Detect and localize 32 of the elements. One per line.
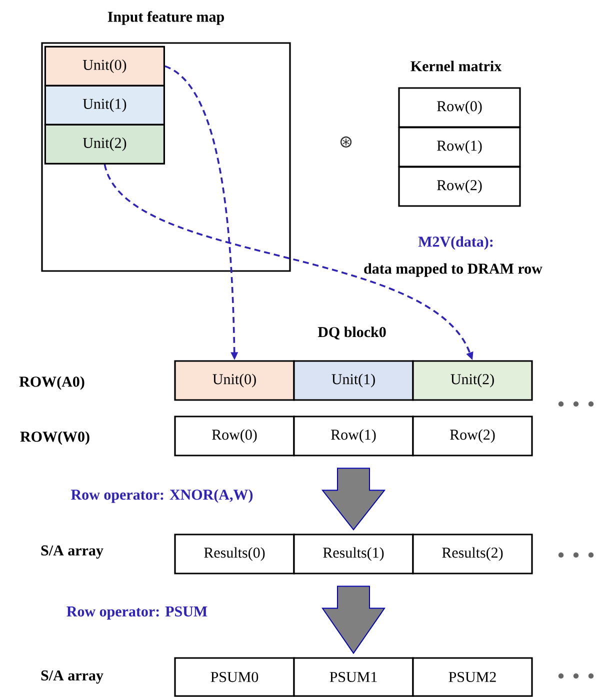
memory-cell: Unit(2) xyxy=(412,360,533,401)
memory-cell: Row(0) xyxy=(174,416,295,456)
memory-cell: Results(2) xyxy=(412,534,533,574)
memory-cell: PSUM2 xyxy=(412,657,533,697)
matrix-row: Unit(2) xyxy=(44,124,165,164)
row-label: S/A array xyxy=(41,670,104,684)
memory-cell: PSUM1 xyxy=(293,657,414,697)
node-label: Input feature map xyxy=(108,11,224,25)
memory-cell: PSUM0 xyxy=(174,657,295,697)
block-arrow xyxy=(321,468,386,531)
matrix-row: Unit(0) xyxy=(44,46,165,86)
memory-cell: Row(2) xyxy=(412,416,533,456)
matrix-row: Row(1) xyxy=(398,126,521,168)
matrix-row: Row(2) xyxy=(398,166,521,207)
memory-cell: Row(1) xyxy=(293,416,414,456)
operator-label: Row operator: XNOR(A,W) xyxy=(71,489,253,503)
row-label: S/A array xyxy=(41,545,104,559)
note: data mapped to DRAM row xyxy=(364,263,542,277)
heading: Kernel matrix xyxy=(410,60,502,72)
memory-cell: Unit(0) xyxy=(174,360,295,401)
row-label: ROW(W0) xyxy=(20,431,90,445)
note: M2V(data): xyxy=(418,236,493,250)
operator-symbol: ⊛ xyxy=(340,136,352,148)
heading: DQ block0 xyxy=(318,326,386,340)
matrix-row: Row(0) xyxy=(398,87,521,128)
row-label: ROW(A0) xyxy=(19,376,84,390)
memory-cell: Unit(1) xyxy=(293,360,414,401)
operator-label: Row operator: PSUM xyxy=(66,606,208,620)
memory-cell: Results(1) xyxy=(293,534,414,574)
memory-cell: Results(0) xyxy=(174,534,295,574)
block-arrow xyxy=(322,586,386,654)
matrix-row: Unit(1) xyxy=(44,84,165,126)
